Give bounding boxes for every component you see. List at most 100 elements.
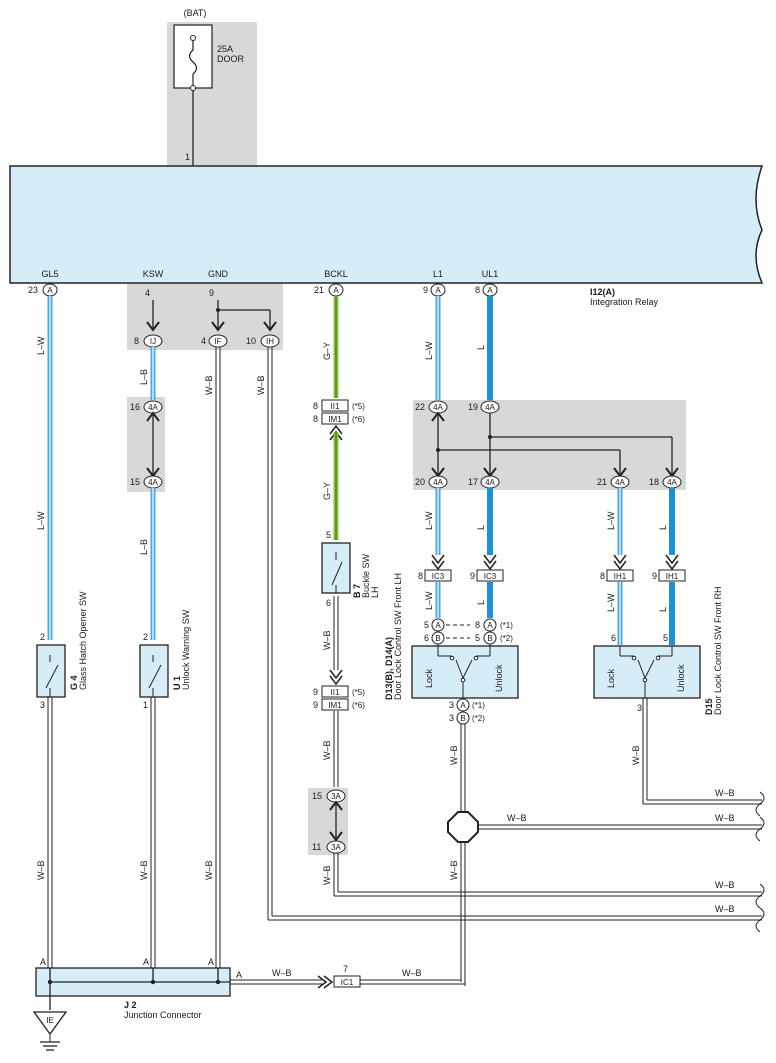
wire-label: W–B — [204, 375, 214, 395]
pin-number: 17 — [468, 477, 478, 487]
switch-unlock-label: Unlock — [494, 664, 504, 692]
wire-label: W–B — [322, 630, 332, 650]
connector-code: IM1 — [328, 701, 342, 710]
connector-code: II1 — [331, 688, 340, 697]
wire-label: W–B — [715, 813, 735, 823]
connector-code: 4A — [485, 403, 495, 412]
wire-label: W–B — [204, 860, 214, 880]
pin-number: 5 — [663, 633, 668, 643]
pin-number: 18 — [649, 477, 659, 487]
pin-letter: A — [333, 286, 339, 295]
component-name: Buckle SW — [361, 553, 371, 598]
wire-label: L–W — [424, 511, 434, 530]
connector-code: IC3 — [432, 572, 445, 581]
pin-number: 16 — [130, 402, 140, 412]
relay-terminal-ksw: KSW — [143, 269, 164, 279]
wire-label: L — [658, 607, 668, 612]
wire-break-mark — [755, 816, 765, 842]
wire-label: G–Y — [322, 342, 332, 360]
door-lock-control-switch-front-rh — [593, 645, 701, 699]
switch-lock-label: Lock — [424, 668, 434, 688]
connector-code: IM1 — [328, 415, 342, 424]
wire-break-mark — [755, 883, 765, 909]
buckle-switch — [321, 542, 351, 594]
connector-code: IH1 — [666, 572, 679, 581]
wire-label: L–W — [606, 511, 616, 530]
connector-note: (*6) — [352, 701, 365, 710]
pin-letter: A — [236, 970, 242, 980]
wire-label: L–W — [36, 511, 46, 530]
pin-letter: A — [460, 701, 466, 710]
wire-label: L–B — [139, 539, 149, 555]
wire-label: W–B — [507, 813, 527, 823]
connector-code: 4A — [433, 478, 443, 487]
pin-letter: A — [47, 286, 53, 295]
pin-letter: B — [487, 634, 492, 643]
connector-note: (*5) — [352, 688, 365, 697]
connector-code: 4A — [433, 403, 443, 412]
connector-code: IH — [266, 337, 274, 346]
wire-label: W–B — [36, 860, 46, 880]
connector-note: (*1) — [472, 701, 485, 710]
pin-number: 8 — [475, 620, 480, 630]
switch-unlock-label: Unlock — [676, 664, 686, 692]
component-name: Glass Hatch Opener SW — [78, 591, 88, 690]
unlock-warning-switch — [139, 644, 169, 698]
component-id: G 4 — [69, 675, 79, 690]
component-name: Unlock Warning SW — [181, 609, 191, 690]
fuse-terminal — [190, 85, 196, 91]
glass-hatch-opener-switch — [36, 644, 66, 698]
fuse-name: DOOR — [217, 54, 245, 64]
component-id: J 2 — [124, 1000, 137, 1010]
pin-number: 9 — [652, 571, 657, 581]
connector-note: (*1) — [500, 621, 513, 630]
connector-note: (*2) — [500, 634, 513, 643]
pin-letter: B — [435, 634, 440, 643]
component-id: D15 — [704, 698, 714, 715]
wire-label: L — [476, 525, 486, 530]
wire-break-mark — [755, 791, 765, 817]
wire-label: W–B — [139, 860, 149, 880]
fuse-amp: 25A — [217, 44, 233, 54]
pin-number: 20 — [415, 477, 425, 487]
component-id: B 7 — [352, 584, 362, 598]
pin-number: 4 — [201, 336, 206, 346]
ground-point-ie — [32, 1011, 68, 1036]
pin-number: 15 — [130, 477, 140, 487]
wire-label: W–B — [322, 740, 332, 760]
battery-pin: 1 — [185, 152, 190, 162]
connector-code: 3A — [331, 792, 341, 801]
pin-number: 21 — [314, 285, 324, 295]
switch-lock-label: Lock — [606, 668, 616, 688]
wire-label: W–B — [449, 745, 459, 765]
wire-label: W–B — [449, 860, 459, 880]
wire-label: L–W — [424, 341, 434, 360]
pin-number: 9 — [313, 687, 318, 697]
component-id: U 1 — [172, 676, 182, 690]
connector-code: IC1 — [341, 978, 354, 987]
component-name: Door Lock Control SW Front RH — [713, 586, 723, 715]
pin-number: 8 — [418, 571, 423, 581]
pin-letter: A — [40, 957, 46, 967]
connector-code: IJ — [150, 337, 156, 346]
pin-number: 2 — [143, 632, 148, 642]
relay-terminal-l1: L1 — [433, 269, 443, 279]
pin-number: 5 — [475, 633, 480, 643]
connector-code: 4A — [148, 403, 158, 412]
wire-label: L–W — [424, 591, 434, 610]
component-name: Junction Connector — [124, 1010, 202, 1020]
pin-number: 9 — [423, 285, 428, 295]
pin-letter: A — [487, 286, 493, 295]
pin-letter: A — [487, 621, 493, 630]
relay-terminal-bckl: BCKL — [324, 269, 348, 279]
relay-desc: Integration Relay — [590, 297, 659, 307]
pin-number: 15 — [312, 791, 322, 801]
door-lock-control-switch-front-lh — [411, 645, 519, 699]
wire-label: W–B — [322, 865, 332, 885]
wire-label: L–W — [606, 593, 616, 612]
jb-area-4a — [127, 397, 165, 492]
pin-number: 8 — [475, 285, 480, 295]
pin-number: 19 — [468, 402, 478, 412]
wire-label: W–B — [715, 880, 735, 890]
connector-code: 4A — [615, 478, 625, 487]
